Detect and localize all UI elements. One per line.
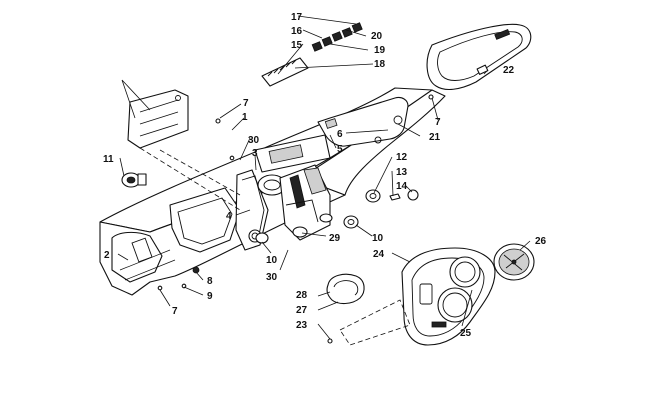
callout-15: 15 [291,40,303,51]
callout-3: 3 [252,148,258,159]
callout-7-bottom: 7 [172,306,178,317]
ignition-switch [121,172,147,188]
callout-9: 9 [207,291,213,302]
callout-21: 21 [429,132,441,143]
callout-4: 4 [226,211,232,222]
gauge-bezel [401,247,496,346]
callout-30-bottom: 30 [266,272,278,283]
callout-11: 11 [103,154,114,165]
callout-7-right: 7 [435,117,441,128]
steering-column-assembly [235,134,331,251]
callout-17: 17 [291,12,303,23]
callout-19: 19 [374,45,386,56]
speedometer [493,243,535,281]
dash-top-cover [426,23,532,91]
callout-27: 27 [296,305,308,316]
gauge-mount-outline [339,299,411,346]
callout-labels: 7 1 30 3 4 5 6 7 21 22 18 19 20 17 16 15… [103,12,547,339]
knobs-and-plugs [192,189,419,274]
callout-14: 14 [396,181,408,192]
callout-10-left: 10 [266,255,278,266]
callout-12: 12 [396,152,408,163]
callout-10-right: 10 [372,233,384,244]
callout-23: 23 [296,320,308,331]
callout-16: 16 [291,26,303,37]
callout-26: 26 [535,236,547,247]
leader-lines [117,15,531,340]
callout-29: 29 [329,233,341,244]
callout-7-top: 7 [243,98,249,109]
callout-28: 28 [296,290,308,301]
callout-8: 8 [207,276,213,287]
retaining-ring [326,273,365,305]
switch-panel [261,22,363,87]
center-console [279,164,333,241]
callout-5: 5 [337,144,343,155]
mounting-bracket [121,79,241,211]
callout-13: 13 [396,167,408,178]
callout-24: 24 [373,249,385,260]
callout-2: 2 [104,250,110,261]
callout-6: 6 [337,129,343,140]
callout-25: 25 [460,328,472,339]
callout-22: 22 [503,65,515,76]
callout-1: 1 [242,112,248,123]
fasteners [157,94,434,344]
callout-18: 18 [374,59,386,70]
callout-20: 20 [371,31,383,42]
callout-30-top: 30 [248,135,260,146]
